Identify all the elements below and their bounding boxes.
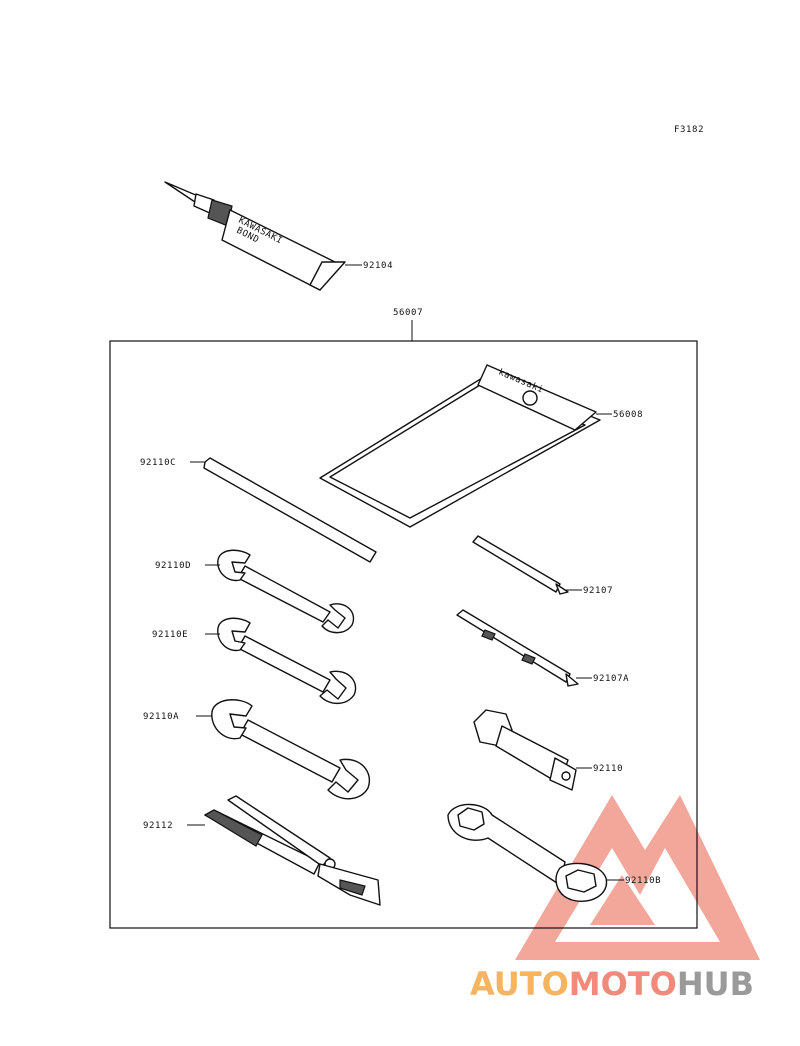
label-socket: 92110 <box>593 764 623 774</box>
label-wrench-small: 92110D <box>155 561 191 571</box>
label-wrench-large: 92110A <box>143 712 179 722</box>
tool-pouch: kawasaki <box>319 364 601 528</box>
ring-wrench <box>447 803 608 902</box>
figure-code: F3182 <box>674 125 704 135</box>
wrench-small <box>217 549 355 634</box>
label-ring-wrench: 92110B <box>625 876 661 886</box>
label-bar: 92110C <box>140 458 176 468</box>
bond-tube: KAWASAKI BOND <box>164 181 346 291</box>
watermark-triangle <box>515 795 760 960</box>
watermark-text-hub: HUB <box>676 965 755 1003</box>
toolkit-frame <box>109 340 698 929</box>
pliers <box>203 795 381 906</box>
label-wrench-medium: 92110E <box>152 630 188 640</box>
watermark-text-moto: MOTO <box>568 965 677 1003</box>
socket-wrench <box>473 709 577 791</box>
watermark-logo: AUTOMOTOHUB <box>470 965 754 1005</box>
extension-bar <box>203 457 377 563</box>
screwdriver <box>472 535 569 595</box>
screwdriver-bit <box>456 609 579 687</box>
label-pouch: 56008 <box>613 410 643 420</box>
label-screwdriver-bit: 92107A <box>593 674 629 684</box>
label-toolkit: 56007 <box>393 308 423 318</box>
label-bond-tube: 92104 <box>363 261 393 271</box>
wrench-large <box>211 699 371 800</box>
label-pliers: 92112 <box>143 821 173 831</box>
watermark-text-auto: AUTO <box>470 965 569 1003</box>
wrench-medium <box>217 617 357 705</box>
label-screwdriver: 92107 <box>583 586 613 596</box>
